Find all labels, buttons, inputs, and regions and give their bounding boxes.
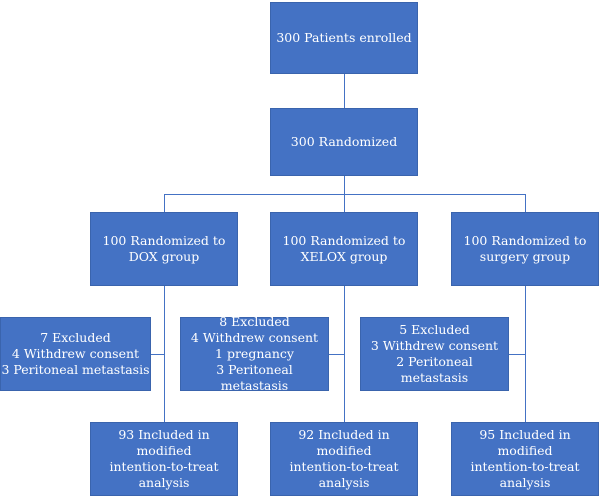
box-text-line: 8 Excluded (219, 314, 290, 329)
connector-dox-excluded (151, 354, 164, 355)
connector-randomized-stem (344, 176, 345, 194)
box-text-line: 300 Patients enrolled (276, 30, 412, 45)
box-text-line: 4 Withdrew consent (190, 330, 319, 345)
box-text-line: 92 Included in modified (298, 427, 390, 458)
box-text-line: 100 Randomized to (102, 233, 226, 248)
box-text-line: 100 Randomized to (463, 233, 587, 248)
box-text-line: 3 Withdrew consent (370, 338, 499, 353)
connector-xelox-excluded (329, 354, 344, 355)
connector-surgery-vertical (525, 286, 526, 422)
connector-group-horizontal (164, 194, 526, 195)
enrolled-box: 300 Patients enrolled (270, 2, 418, 74)
box-text-line: surgery group (479, 249, 571, 264)
box-text-line: analysis (499, 475, 551, 490)
randomized-box: 300 Randomized (270, 108, 418, 176)
box-text-line: DOX group (128, 249, 200, 264)
connector-dox-vertical (164, 286, 165, 422)
connector-to-xelox-group (344, 194, 345, 212)
box-text-line: 95 Included in modified (479, 427, 571, 458)
box-text-line: intention-to-treat (289, 459, 399, 474)
box-text-line: XELOX group (300, 249, 388, 264)
box-text-line: 2 Peritoneal metastasis (396, 354, 473, 385)
box-text-line: 300 Randomized (290, 134, 398, 149)
box-text-line: 3 Peritoneal metastasis (216, 362, 293, 393)
box-text-line: 3 Peritoneal metastasis (1, 362, 150, 377)
box-text-line: 5 Excluded (399, 322, 470, 337)
box-text-line: analysis (318, 475, 370, 490)
connector-surgery-excluded (509, 354, 525, 355)
box-text-line: 93 Included in modified (118, 427, 210, 458)
box-text-line: analysis (138, 475, 190, 490)
box-text-line: 4 Withdrew consent (11, 346, 140, 361)
connector-xelox-vertical (344, 286, 345, 422)
box-text-line: intention-to-treat (109, 459, 219, 474)
box-text-line: 1 pregnancy (215, 346, 294, 361)
box-text-line: intention-to-treat (470, 459, 580, 474)
box-text-line: 7 Excluded (40, 330, 111, 345)
connector-enrolled-to-randomized (344, 74, 345, 108)
connector-to-dox-group (164, 194, 165, 212)
connector-to-surgery-group (525, 194, 526, 212)
box-text-line: 100 Randomized to (282, 233, 406, 248)
